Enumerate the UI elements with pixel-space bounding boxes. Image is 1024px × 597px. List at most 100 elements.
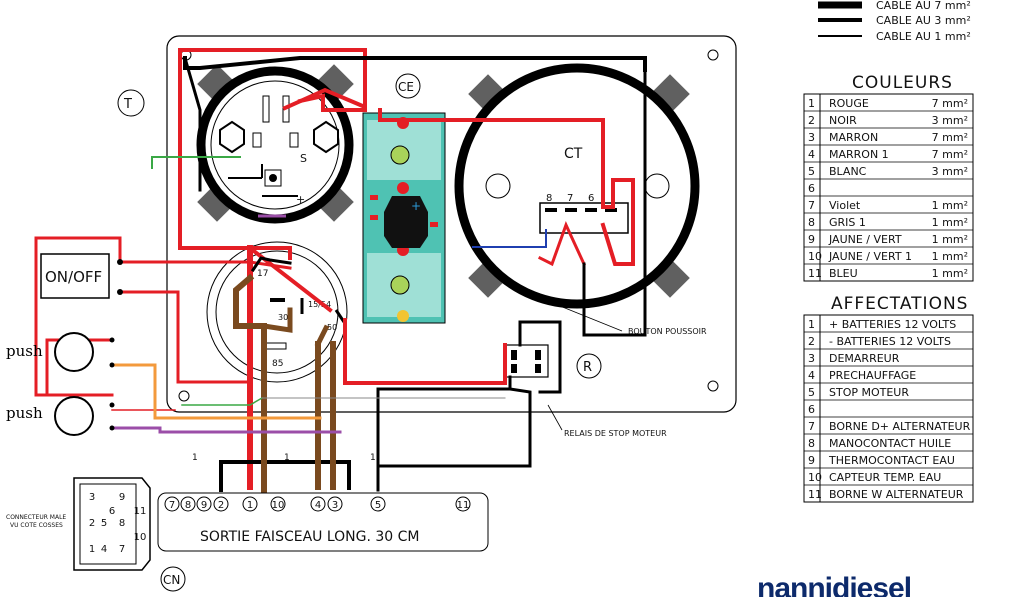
panel-hole [707, 380, 719, 392]
affectations-row-number: 10 [808, 471, 822, 484]
couleurs-row-size: 7 mm² [932, 131, 968, 144]
harness-pin-label: 4 [315, 500, 321, 511]
harness-title: SORTIE FAISCEAU LONG. 30 CM [200, 529, 420, 545]
affectations-title: AFFECTATIONS [831, 294, 968, 314]
couleurs-row-name: GRIS 1 [829, 216, 866, 229]
couleurs-row-size: 7 mm² [932, 97, 968, 110]
push-label-1: push [6, 342, 43, 360]
wire-label-1: 1 [284, 453, 290, 463]
connector-caption-1: CONNECTEUR MALE [6, 514, 66, 521]
key-switch: 17 15/54 50 85 30 [206, 241, 348, 383]
affectations-row-number: 3 [808, 352, 815, 365]
couleurs-row-number: 11 [808, 267, 822, 280]
push-button-1: push [6, 332, 115, 372]
affectations-row-name: + BATTERIES 12 VOLTS [829, 318, 956, 331]
connector-pin-label: 5 [101, 518, 107, 529]
harness-pin [310, 496, 326, 512]
couleurs-row-number: 10 [808, 250, 822, 263]
ct-pin-6: 6 [588, 193, 594, 204]
couleurs-row-name: Violet [829, 199, 861, 212]
couleurs-row-size: 1 mm² [932, 199, 968, 212]
couleurs-row-name: NOIR [829, 114, 857, 127]
affectations-row-number: 6 [808, 403, 815, 416]
connector-pin-label: 10 [134, 532, 147, 543]
couleurs-row-size: 3 mm² [932, 165, 968, 178]
harness-pin [270, 496, 286, 512]
label-r: R [583, 360, 592, 375]
hex-nut [313, 120, 339, 154]
hex-nut [219, 120, 245, 154]
affectations-row-number: 9 [808, 454, 815, 467]
harness-pin [455, 496, 471, 512]
couleurs-row-name: JAUNE / VERT 1 [828, 250, 912, 263]
push-button-circle [54, 332, 94, 372]
label-r-circle [576, 353, 602, 379]
harness-pin [242, 496, 258, 512]
couleurs-row-size: 1 mm² [932, 250, 968, 263]
couleurs-row-number: 4 [808, 148, 815, 161]
key-terminal-85: 85 [272, 359, 283, 369]
led-yellow [397, 310, 409, 322]
couleurs-row-name: BLEU [829, 267, 858, 280]
connector-pin-label: 3 [89, 492, 95, 503]
label-ce-circle [395, 73, 421, 99]
on-off-box [40, 253, 110, 299]
ct-pin-7: 7 [567, 193, 573, 204]
svg-text:+: + [411, 199, 421, 213]
ct-pin-8: 8 [546, 193, 552, 204]
switch-s-label: S [300, 152, 307, 165]
harness-pin [370, 496, 386, 512]
key-terminal-50: 50 [327, 323, 337, 332]
ic-chip [384, 196, 428, 248]
legend-cable-1: CABLE AU 1 mm² [876, 30, 971, 43]
couleurs-row-number: 7 [808, 199, 815, 212]
affectations-row-number: 5 [808, 386, 815, 399]
couleurs-row-size: 7 mm² [932, 148, 968, 161]
couleurs-row-number: 2 [808, 114, 815, 127]
harness-pin-label: 8 [185, 500, 191, 511]
label-ce: CE [398, 80, 414, 94]
push-label-2: push [6, 404, 43, 422]
on-off-label: ON/OFF [45, 268, 102, 286]
affectations-row-name: STOP MOTEUR [829, 386, 909, 399]
couleurs-row-size: 1 mm² [932, 233, 968, 246]
label-cn: CN [163, 573, 180, 587]
harness-pin [213, 496, 229, 512]
couleurs-row-number: 1 [808, 97, 815, 110]
connector-pin-label: 1 [89, 544, 95, 555]
harness-pin [327, 496, 343, 512]
affectations-row-number: 11 [808, 488, 822, 501]
affectations-row-name: CAPTEUR TEMP. EAU [829, 471, 941, 484]
couleurs-row-number: 6 [808, 182, 815, 195]
connector-body [73, 477, 151, 571]
harness-pin [180, 496, 196, 512]
key-terminal-1554: 15/54 [308, 300, 331, 309]
label-t: T [123, 97, 132, 112]
bouton-poussoir-label: BOUTON POUSSOIR [628, 327, 707, 336]
couleurs-row-size: 1 mm² [932, 267, 968, 280]
affectations-row-number: 7 [808, 420, 815, 433]
affectations-row-name: THERMOCONTACT EAU [828, 454, 955, 467]
cable-legend: CABLE AU 7 mm² CABLE AU 3 mm² CABLE AU 1… [818, 0, 971, 43]
affectations-row-name: MANOCONTACT HUILE [829, 437, 951, 450]
harness-pin-label: 2 [218, 500, 224, 511]
couleurs-title: COULEURS [852, 73, 953, 93]
connector-pin-label: 8 [119, 518, 125, 529]
key-terminal-30: 30 [278, 313, 288, 322]
legend-cable-7: CABLE AU 7 mm² [876, 0, 971, 12]
harness-pin-label: 7 [169, 500, 175, 511]
connector-pin-label: 9 [119, 492, 125, 503]
affectations-row-number: 8 [808, 437, 815, 450]
connector-pin-label: 2 [89, 518, 95, 529]
affectations-row-name: PRECHAUFFAGE [829, 369, 916, 382]
relay-box [503, 344, 549, 378]
connector-pin-label: 7 [119, 544, 125, 555]
push-button-2: push [6, 396, 115, 436]
couleurs-row-number: 5 [808, 165, 815, 178]
legend-cable-3: CABLE AU 3 mm² [876, 14, 971, 27]
affectations-row-number: 1 [808, 318, 815, 331]
gauge-t: S + [196, 64, 354, 224]
